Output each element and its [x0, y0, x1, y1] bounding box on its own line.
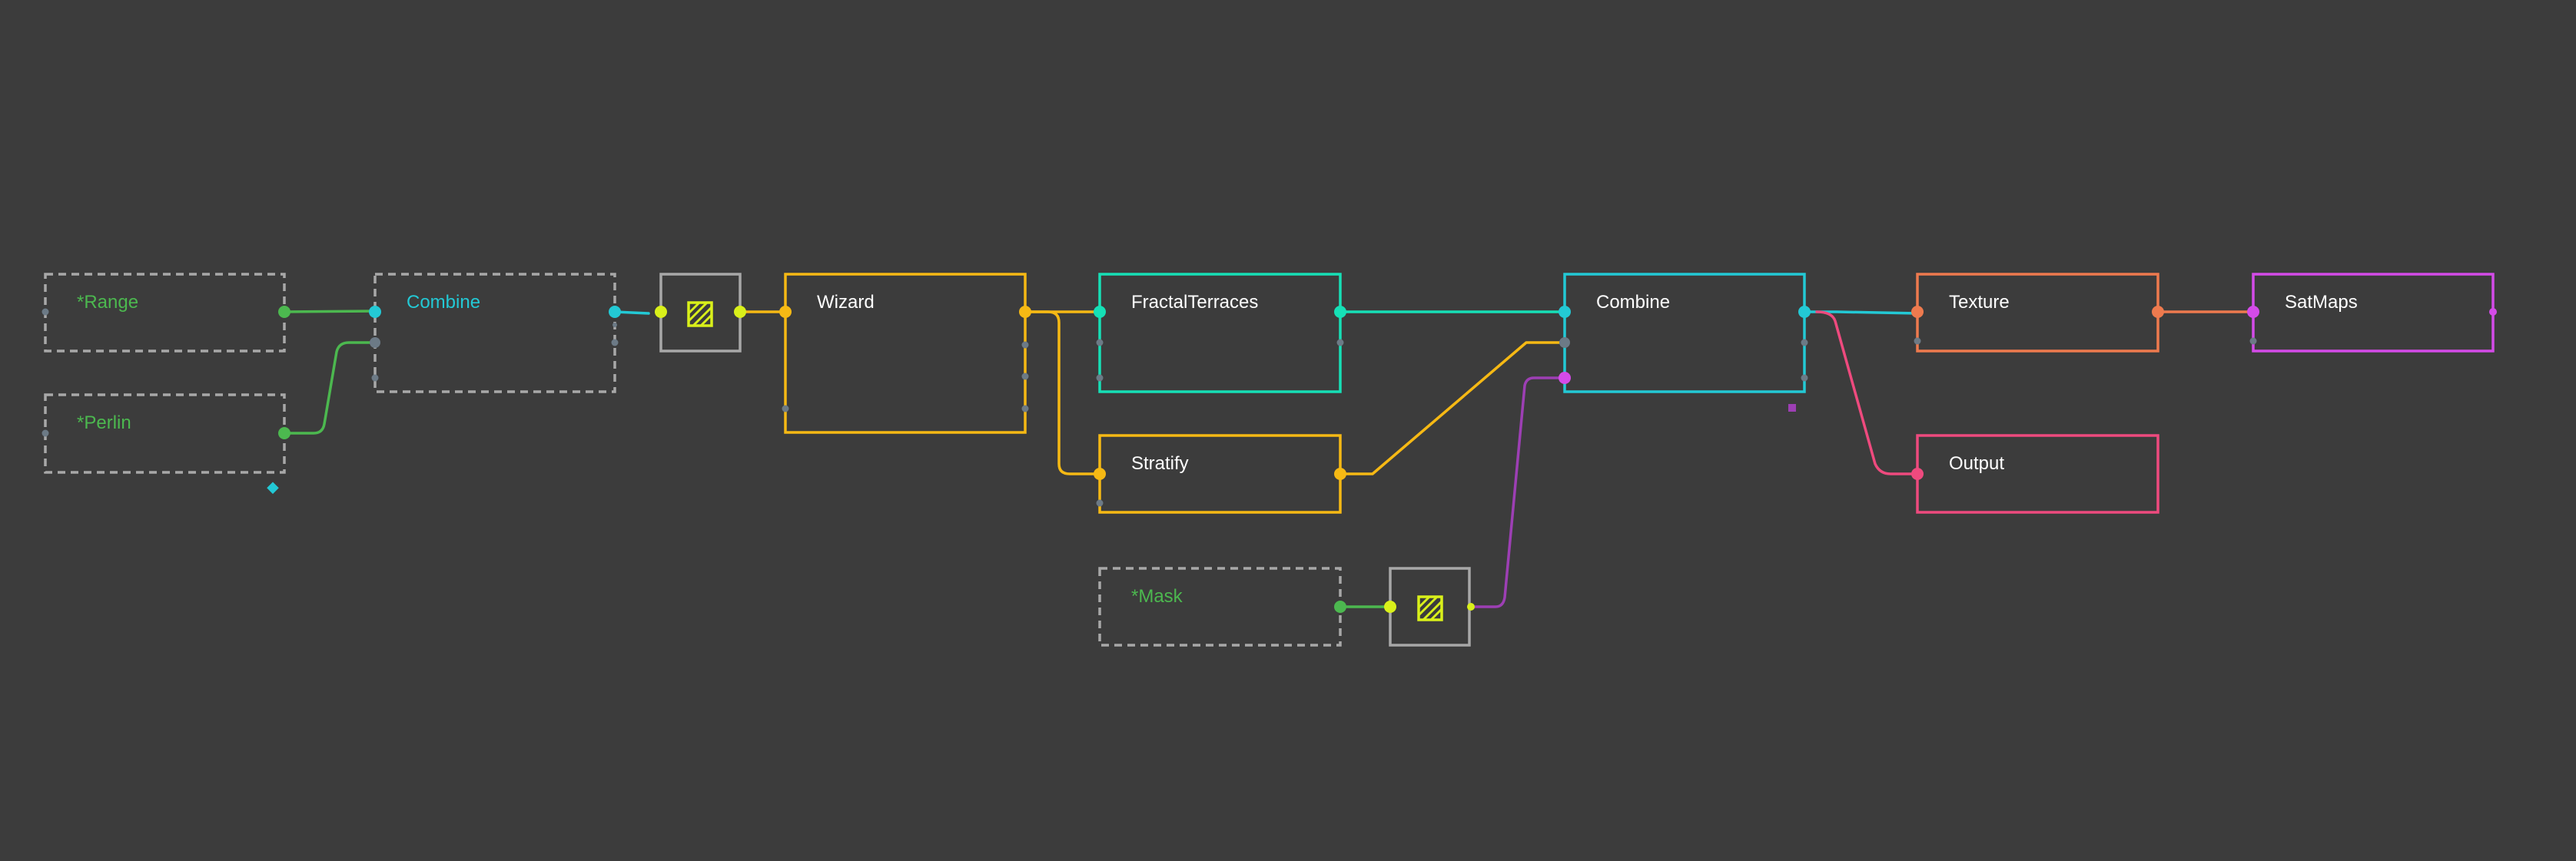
node-texture-frame [1916, 273, 2159, 353]
wire-stratify-combine2[interactable] [1339, 341, 1566, 475]
node-wizard-output-port-4[interactable] [1021, 405, 1029, 412]
node-range-input-port[interactable] [41, 308, 49, 316]
node-texture-input-port-2[interactable] [1914, 337, 1921, 345]
node-output-input-port[interactable] [1911, 468, 1924, 480]
node-mask-output-port[interactable] [1334, 601, 1346, 613]
node-wizard-output-port-2[interactable] [1021, 341, 1029, 349]
wires [283, 310, 2255, 608]
node-fractal-terraces-output-port-2[interactable] [1336, 339, 1344, 346]
node-portal-2-frame [1389, 567, 1471, 647]
node-portal-1-frame [659, 273, 742, 353]
wire-wizard-stratify[interactable] [1028, 310, 1101, 475]
node-combine-2-title: Combine [1596, 292, 1670, 313]
node-combine-1[interactable]: Combine [369, 273, 621, 393]
node-portal-1-output-port[interactable] [734, 306, 746, 318]
node-perlin-title: *Perlin [77, 412, 131, 433]
node-output[interactable]: Output [1911, 434, 2159, 514]
node-range-output-port[interactable] [278, 306, 290, 318]
node-mask[interactable]: *Mask [1098, 567, 1346, 647]
node-perlin-output-port[interactable] [278, 427, 290, 439]
node-fractal-terraces-input-port[interactable] [1094, 306, 1106, 318]
hatched-square-icon [1417, 595, 1443, 621]
node-combine-2-output-port-2[interactable] [1801, 339, 1808, 346]
node-range-frame [44, 273, 286, 353]
node-combine-1-mask-port-2[interactable] [611, 339, 619, 346]
node-mask-frame [1098, 567, 1342, 647]
node-combine-1-title: Combine [407, 292, 480, 313]
node-fractal-terraces-input-port-3[interactable] [1096, 374, 1104, 382]
node-portal-2-output-port[interactable] [1467, 603, 1475, 611]
node-satmaps-title: SatMaps [2285, 292, 2358, 313]
node-texture[interactable]: Texture [1911, 273, 2164, 353]
node-stratify-input-port-2[interactable] [1096, 499, 1104, 507]
node-combine-2-output-port-3[interactable] [1801, 374, 1808, 382]
node-fractal-terraces-title: FractalTerraces [1131, 292, 1258, 313]
node-combine-1-output-port[interactable] [609, 306, 621, 318]
node-stratify-title: Stratify [1131, 453, 1189, 474]
node-wizard-output-port-3[interactable] [1021, 373, 1029, 380]
node-wizard-output-port[interactable] [1019, 306, 1031, 318]
node-combine-2-input-port-2[interactable] [1559, 337, 1570, 348]
wire-perlin-combine[interactable] [283, 341, 377, 435]
node-portal-2-input-port[interactable] [1384, 601, 1396, 613]
node-combine-1-input-port-2[interactable] [370, 337, 380, 348]
node-wizard-input-port-2[interactable] [782, 405, 789, 412]
node-output-title: Output [1949, 453, 2004, 474]
node-fractal-terraces-output-port[interactable] [1334, 306, 1346, 318]
node-mask-title: *Mask [1131, 586, 1183, 607]
node-combine-2-input-port-3[interactable] [1559, 372, 1571, 384]
node-wizard-frame [784, 273, 1027, 434]
node-stratify-frame [1098, 434, 1342, 514]
node-range-title: *Range [77, 292, 138, 313]
node-texture-output-port[interactable] [2152, 306, 2164, 318]
node-wizard-title: Wizard [817, 292, 875, 313]
node-combine-1-frame [373, 273, 616, 393]
node-output-frame [1916, 434, 2159, 514]
wire-range-combine[interactable] [283, 310, 377, 313]
nodes: *Range *Perlin Combine [41, 273, 2497, 647]
node-combine-2-marker-icon [1788, 404, 1796, 412]
node-stratify-output-port[interactable] [1334, 468, 1346, 480]
node-portal-2[interactable] [1384, 567, 1475, 647]
node-perlin-frame [44, 393, 286, 474]
wire-hatch2-combine2[interactable] [1469, 376, 1566, 608]
wire-combine2-output[interactable] [1815, 310, 1920, 475]
hatched-square-icon [687, 301, 713, 327]
node-combine-2-input-port-1[interactable] [1559, 306, 1571, 318]
node-stratify-input-port[interactable] [1094, 468, 1106, 480]
node-wizard[interactable]: Wizard [779, 273, 1031, 434]
node-fractal-terraces-input-port-2[interactable] [1096, 339, 1104, 346]
node-satmaps-frame [2252, 273, 2495, 353]
node-portal-1[interactable] [655, 273, 746, 353]
node-fractal-terraces[interactable]: FractalTerraces [1094, 273, 1346, 393]
node-wizard-input-port[interactable] [779, 306, 792, 318]
node-texture-title: Texture [1949, 292, 2010, 313]
node-satmaps-input-port[interactable] [2247, 306, 2259, 318]
node-combine-1-mask-port-1[interactable] [612, 323, 617, 327]
node-perlin-input-port[interactable] [41, 429, 49, 437]
node-perlin-selection-diamond-icon [267, 482, 279, 495]
node-combine-2-frame [1563, 273, 1806, 393]
node-combine-1-input-port-1[interactable] [369, 306, 381, 318]
node-portal-1-input-port[interactable] [655, 306, 667, 318]
node-combine-2-output-port[interactable] [1798, 306, 1811, 318]
node-texture-input-port[interactable] [1911, 306, 1924, 318]
node-satmaps-output-port[interactable] [2489, 308, 2497, 316]
node-stratify[interactable]: Stratify [1094, 434, 1346, 514]
node-perlin[interactable]: *Perlin [41, 393, 291, 495]
node-range[interactable]: *Range [41, 273, 291, 353]
node-combine-2[interactable]: Combine [1559, 273, 1811, 412]
node-combine-1-input-port-3[interactable] [371, 374, 379, 382]
node-satmaps-input-port-2[interactable] [2249, 337, 2257, 345]
node-fractal-terraces-frame [1098, 273, 1342, 393]
node-satmaps[interactable]: SatMaps [2247, 273, 2497, 353]
